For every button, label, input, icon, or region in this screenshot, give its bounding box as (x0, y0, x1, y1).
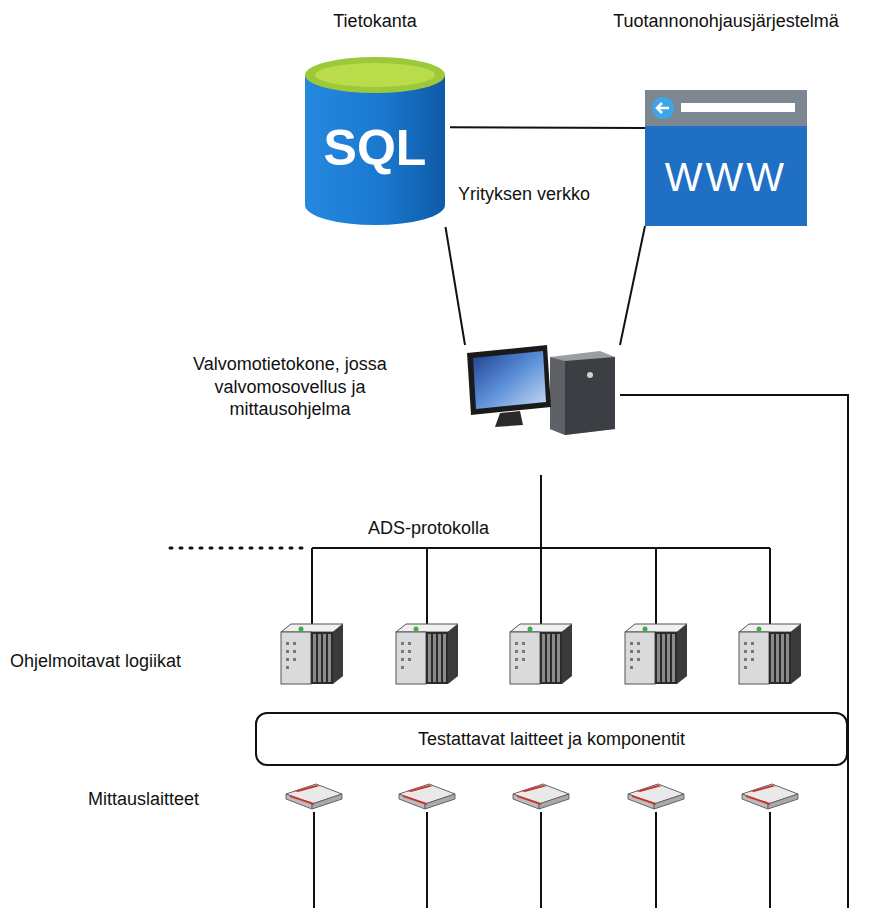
meter-icon (399, 784, 455, 809)
network-link (446, 227, 466, 345)
meter-icon (742, 784, 798, 809)
computer-icon (465, 345, 620, 435)
annotation-label: ADS-protokolla (368, 518, 489, 540)
plc-icon (281, 624, 343, 684)
plc-icon (739, 624, 801, 684)
meter-icon (286, 784, 342, 809)
sql-node: TietokantaSQL (300, 55, 450, 227)
node-title: Valvomotietokone, jossa valvomosovellus … (165, 353, 415, 421)
node-title: Tietokanta (240, 10, 510, 33)
annotation-label: Mittauslaitteet (88, 789, 199, 811)
icon-text: WWW (645, 152, 807, 202)
icon-text: SQL (300, 117, 450, 180)
network-link (620, 226, 645, 345)
pc-node: Valvomotietokone, jossa valvomosovellus … (465, 345, 620, 435)
annotation-label: Yrityksen verkko (458, 184, 590, 206)
meter-icon (513, 784, 569, 809)
plc-icon (510, 624, 572, 684)
plc-icon (625, 624, 687, 684)
network-link (450, 126, 645, 129)
node-title: Testattavat laitteet ja komponentit (257, 728, 846, 751)
node-title: Tuotannonohjausjärjestelmä (555, 10, 872, 33)
component-band: Testattavat laitteet ja komponentit (255, 712, 848, 766)
annotation-label: Ohjelmoitavat logiikat (10, 651, 181, 673)
plc-icon (396, 624, 458, 684)
www-node: TuotannonohjausjärjestelmäWWW (645, 90, 807, 226)
meter-icon (628, 784, 684, 809)
